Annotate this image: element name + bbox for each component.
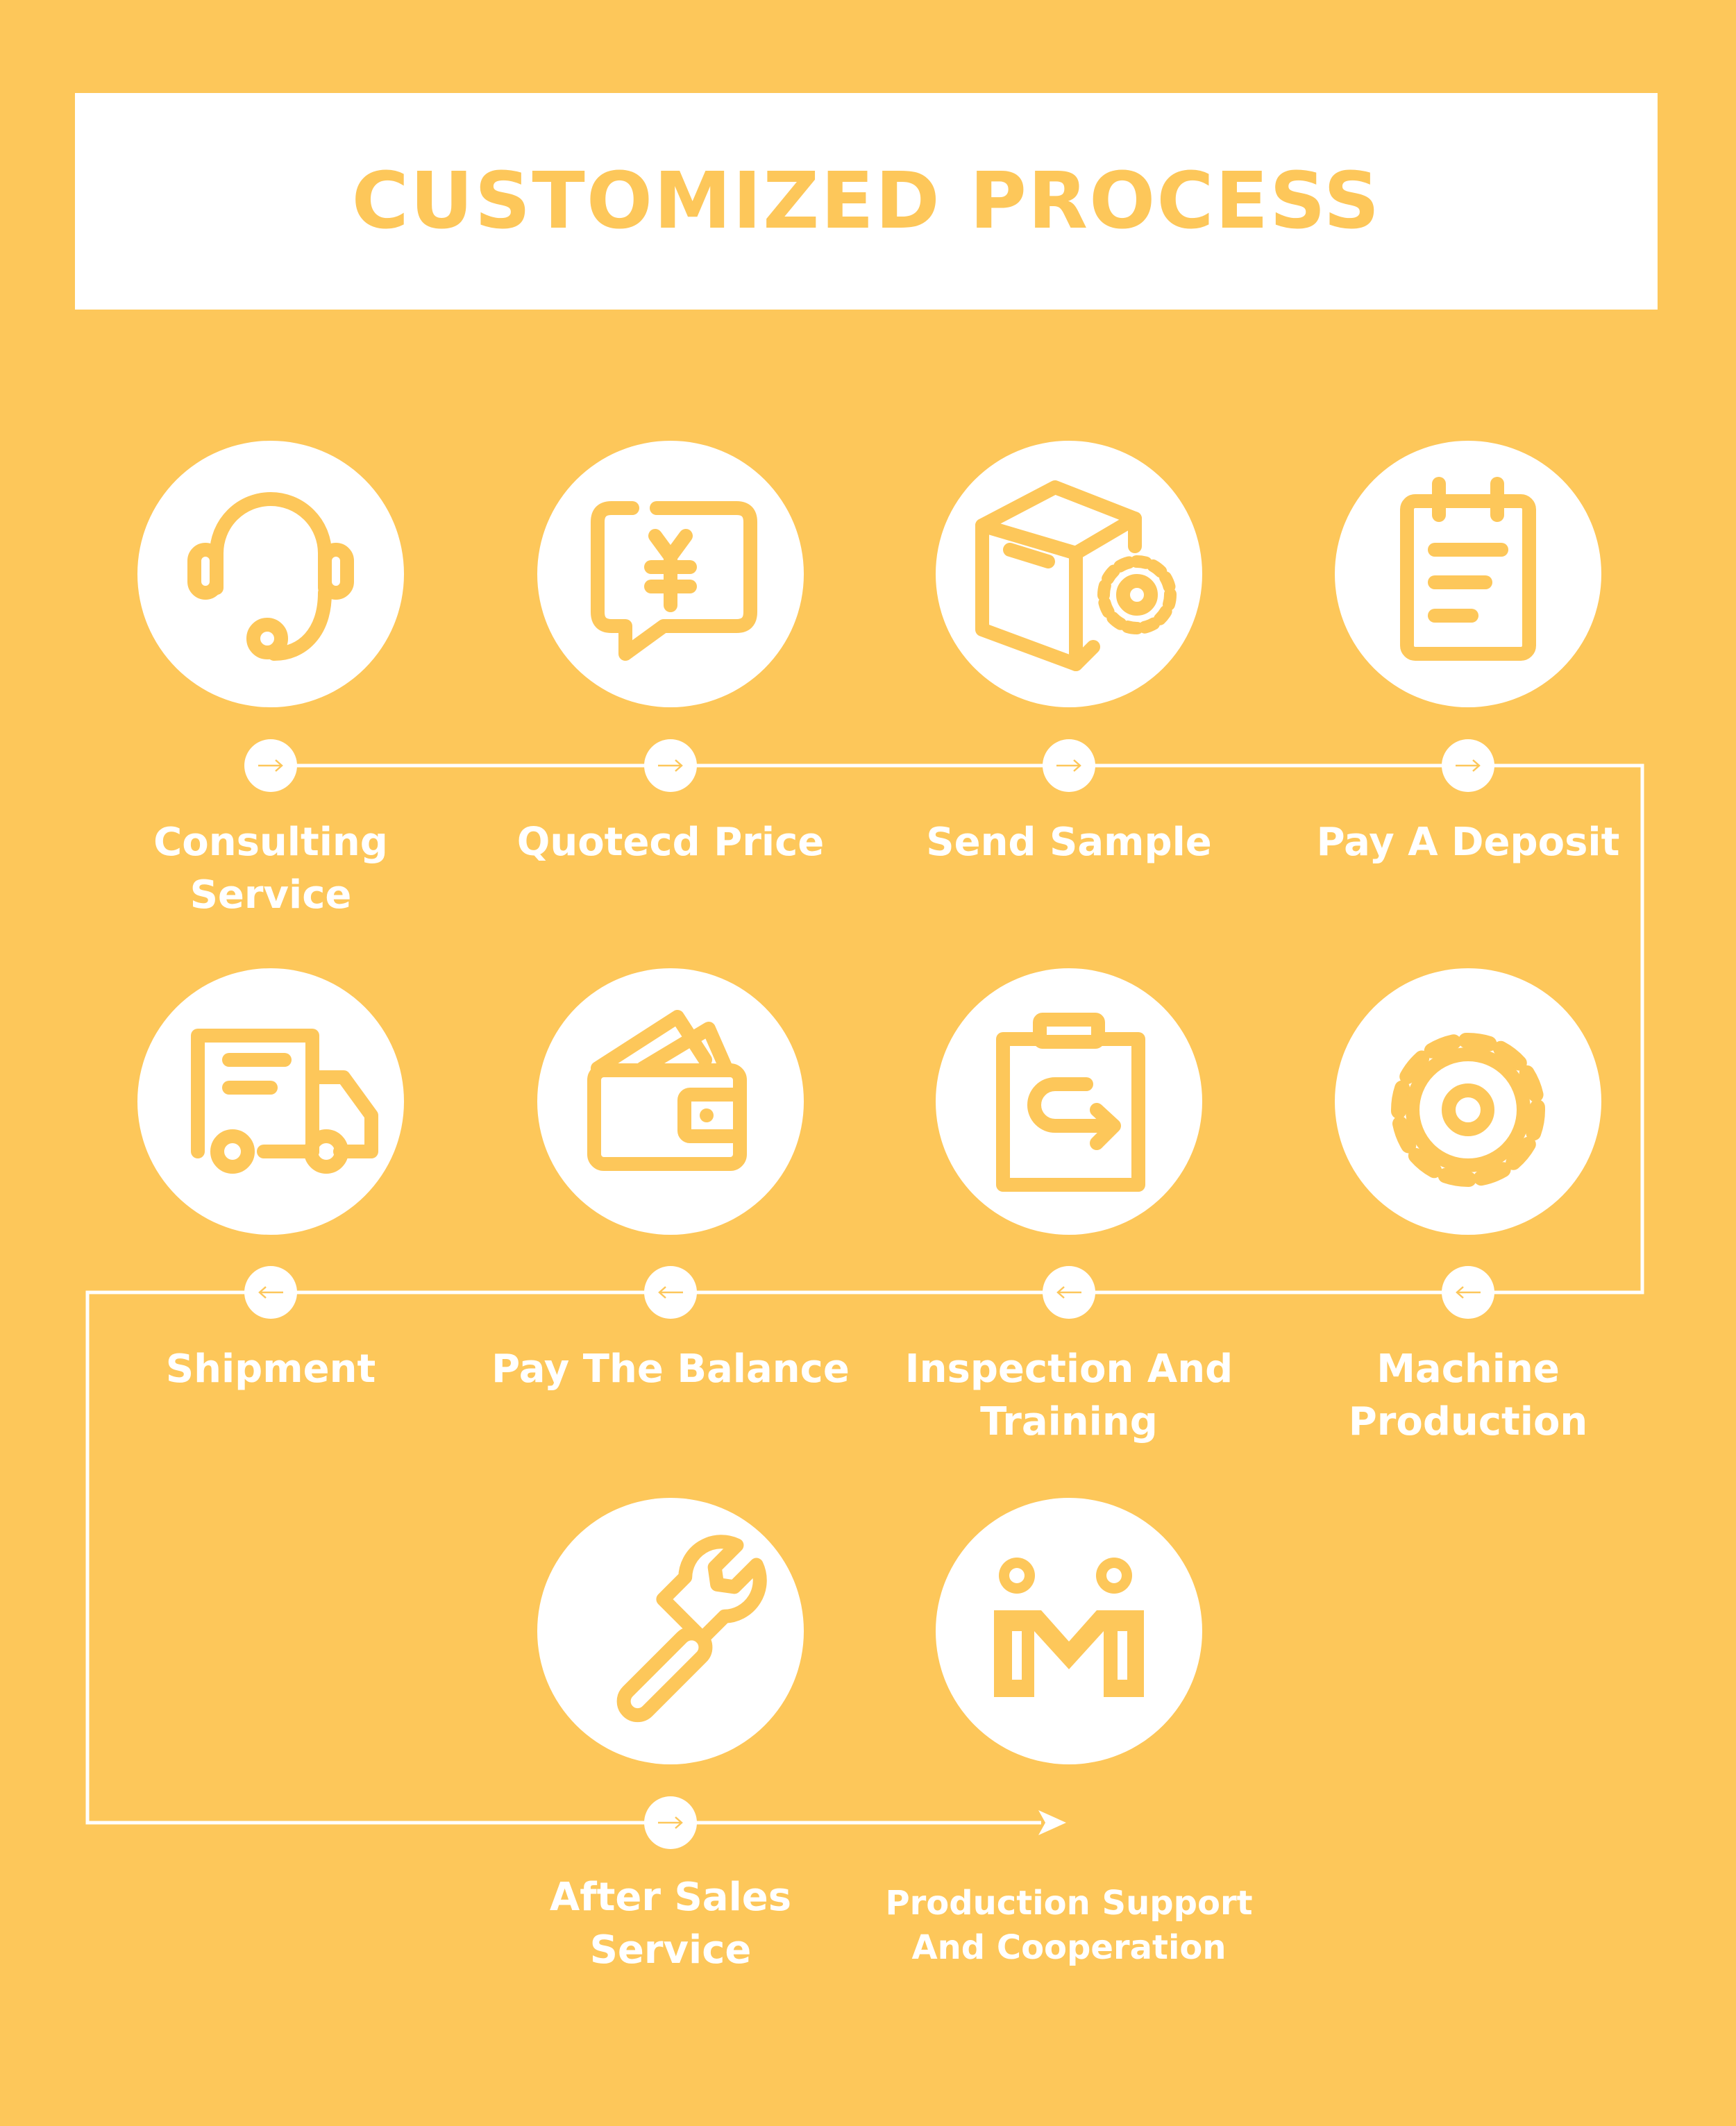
bubble-2 <box>644 739 697 792</box>
cooperation-icon <box>994 1558 1144 1697</box>
bubble-3 <box>1043 739 1095 792</box>
step-label-after-sales: After Sales Service <box>549 1875 792 1973</box>
step-label-sample: Send Sample <box>926 820 1212 865</box>
step-label-balance: Pay The Balance <box>491 1347 850 1392</box>
headset-icon <box>187 492 354 661</box>
bubble-5 <box>1442 1266 1494 1319</box>
wrench-icon <box>616 1535 767 1723</box>
connector-bubbles <box>244 739 1494 1849</box>
step-circle-deposit <box>1335 441 1601 707</box>
gear-icon <box>1391 1033 1545 1187</box>
step-circle-cooperation <box>936 1498 1202 1764</box>
bubble-4 <box>1442 739 1494 792</box>
step-circle-sample <box>936 441 1202 707</box>
clipboard-return-icon <box>996 1013 1145 1192</box>
bubble-1 <box>244 739 297 792</box>
bubble-6 <box>1043 1266 1095 1319</box>
step-label-consulting: Consulting Service <box>153 820 388 918</box>
box-gear-icon <box>975 480 1177 671</box>
truck-icon <box>191 1029 378 1174</box>
step-circle-inspection <box>936 968 1202 1235</box>
step-circle-balance <box>537 968 804 1235</box>
flow-end-arrowhead <box>1038 1810 1066 1835</box>
step-circle-after-sales <box>537 1498 804 1764</box>
notepad-icon <box>1400 477 1536 661</box>
step-label-cooperation: Production Support And Cooperation <box>885 1884 1253 1967</box>
wallet-icon <box>587 1010 747 1171</box>
step-circle-machine <box>1335 968 1601 1235</box>
bubble-7 <box>644 1266 697 1319</box>
title-banner: CUSTOMIZED PROCESS <box>75 93 1658 310</box>
step-label-deposit: Pay A Deposit <box>1316 820 1620 865</box>
step-circle-shipment <box>137 968 404 1235</box>
price-quote-icon <box>591 501 757 661</box>
step-label-machine: Machine Production <box>1348 1347 1588 1444</box>
step-label-shipment: Shipment <box>165 1347 376 1392</box>
step-label-inspection: Inspection And Training <box>904 1347 1233 1444</box>
step-circle-consulting <box>137 441 404 707</box>
step-circle-quote <box>537 441 804 707</box>
step-label-quote: Quotecd Price <box>516 820 825 865</box>
bubble-8 <box>244 1266 297 1319</box>
flow-connector <box>85 763 1644 1825</box>
bubble-9 <box>644 1796 697 1849</box>
page-title: CUSTOMIZED PROCESS <box>351 156 1381 246</box>
